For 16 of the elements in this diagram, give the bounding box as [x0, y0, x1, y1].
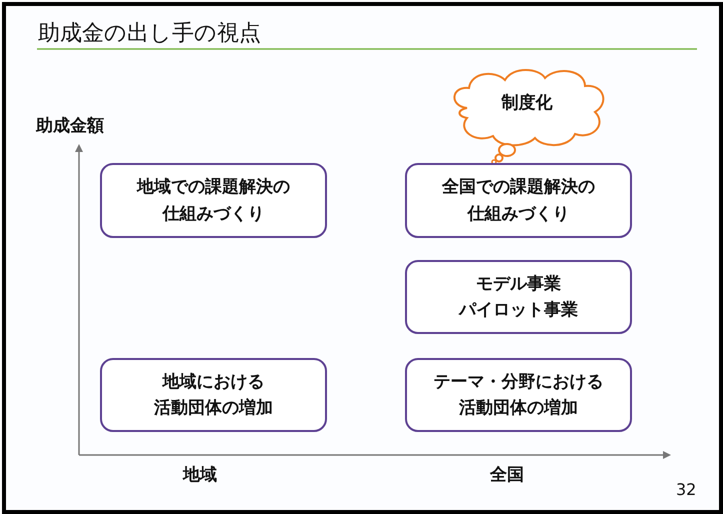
- rounded-box: [405, 260, 632, 334]
- rounded-box: [100, 163, 327, 238]
- box-label: テーマ・分野における活動団体の増加: [434, 370, 604, 420]
- rounded-box: [100, 358, 327, 432]
- box-label: 全国での課題解決の仕組みづくり: [442, 176, 595, 226]
- slide-title: 助成金の出し手の視点: [38, 20, 261, 48]
- axis-label: 地域: [183, 464, 217, 486]
- axis-title: 助成金額: [36, 115, 104, 137]
- box-label: 地域における活動団体の増加: [154, 370, 273, 420]
- box-label: モデル事業パイロット事業: [459, 272, 578, 322]
- box-label: 地域での課題解決の仕組みづくり: [137, 176, 290, 226]
- rounded-box: [405, 163, 632, 238]
- rounded-box: [405, 358, 632, 432]
- cloud-label: 制度化: [502, 92, 552, 115]
- axis-label: 全国: [490, 464, 524, 486]
- page-number: 32: [676, 480, 696, 499]
